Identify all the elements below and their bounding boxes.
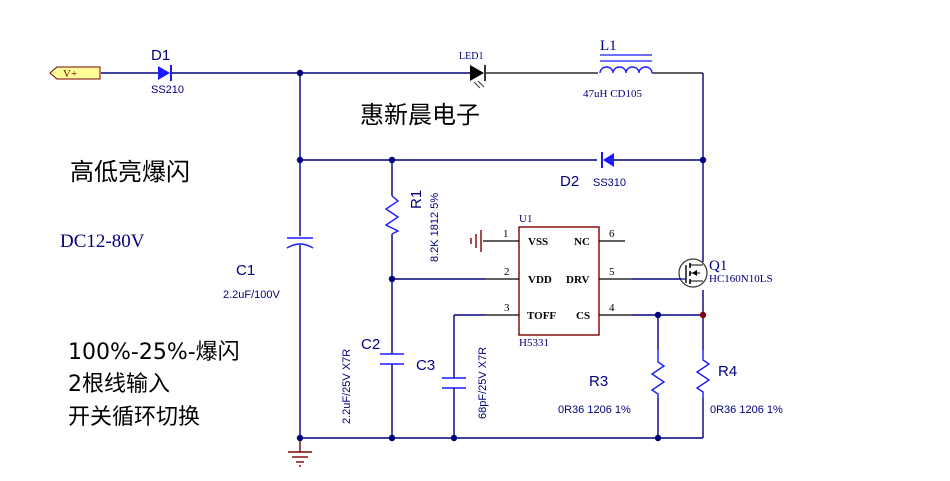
- company-title: 惠新晨电子: [360, 101, 480, 129]
- r3-value: 0R36 1206 1%: [558, 404, 631, 416]
- diode-d2[interactable]: D2 SS310: [560, 152, 626, 190]
- c2-value: 2.2uF/25V X7R: [341, 349, 353, 424]
- led-ray: [477, 80, 485, 88]
- r4-ref: R4: [718, 363, 737, 380]
- note-line-1: 100%-25%-爆闪: [68, 340, 240, 365]
- u1-pin-num: 3: [504, 302, 510, 314]
- port-vplus[interactable]: V+: [49, 66, 101, 80]
- c3-value: 68pF/25V X7R: [477, 347, 489, 419]
- resistor-r3[interactable]: R3 0R36 1206 1%: [558, 350, 666, 416]
- q1-circle: [678, 258, 708, 288]
- led-symbol: [470, 65, 484, 81]
- ground-icon: [470, 230, 482, 252]
- wires: [101, 72, 704, 452]
- mode-title: 高低亮爆闪: [70, 158, 190, 186]
- junction-dot: [388, 434, 396, 442]
- junction-dot: [296, 434, 304, 442]
- led-led1[interactable]: LED1: [459, 51, 486, 89]
- junction-dot: [654, 311, 662, 319]
- led-ray: [473, 81, 481, 89]
- ic-u1[interactable]: 1 2 3 4 5 6 VSS VDD TOFF CS DRV NC U1 H5…: [470, 213, 632, 349]
- c1-value: 2.2uF/100V: [223, 289, 281, 301]
- junction-dot: [296, 156, 304, 164]
- inductor-l1[interactable]: L1 47uH CD105: [583, 38, 653, 100]
- r3-zigzag: [650, 350, 666, 398]
- u1-pin-num: 1: [503, 228, 509, 240]
- c2-ref: C2: [361, 336, 380, 353]
- r1-ref: R1: [408, 190, 425, 209]
- d1-value: SS210: [151, 84, 184, 96]
- diode-d1[interactable]: D1 SS210: [151, 47, 184, 96]
- q1-value: HC160N10LS: [709, 273, 773, 285]
- r1-value: 8.2K 1812 5%: [429, 193, 441, 262]
- d2-value: SS310: [593, 177, 626, 189]
- mosfet-q1[interactable]: Q1 HC160N10LS: [678, 258, 773, 288]
- capacitor-c3[interactable]: C3 68pF/25V X7R: [416, 347, 489, 419]
- junctions: [296, 69, 707, 442]
- u1-ref: U1: [519, 213, 532, 225]
- junction-dot: [699, 156, 707, 164]
- u1-pin-num: 4: [609, 302, 615, 314]
- r3-ref: R3: [589, 373, 608, 390]
- port-shape: [49, 66, 101, 80]
- u1-pin-name: TOFF: [527, 310, 556, 322]
- u1-body: [518, 226, 600, 336]
- diode-d2-symbol: [603, 153, 614, 167]
- capacitor-c2[interactable]: C2 2.2uF/25V X7R: [341, 336, 404, 424]
- led1-ref: LED1: [459, 51, 483, 62]
- junction-dot: [654, 434, 662, 442]
- junction-dot: [450, 434, 458, 442]
- c1-curved-plate: [286, 243, 314, 249]
- c3-ref: C3: [416, 357, 435, 374]
- d2-ref: D2: [560, 173, 579, 190]
- c1-ref: C1: [236, 262, 255, 279]
- u1-pin-name: VSS: [528, 236, 548, 248]
- junction-dot: [296, 69, 304, 77]
- inductor-coil: [599, 66, 653, 74]
- junction-dot: [388, 156, 396, 164]
- port-label: V+: [63, 68, 77, 80]
- diode-d1-symbol: [158, 66, 170, 80]
- r1-zigzag: [384, 195, 400, 235]
- u1-pin-name: VDD: [528, 274, 552, 286]
- junction-dot: [699, 311, 707, 319]
- l1-value: 47uH CD105: [583, 88, 642, 100]
- q1-ref: Q1: [709, 258, 727, 274]
- r4-value: 0R36 1206 1%: [710, 404, 783, 416]
- capacitor-c1[interactable]: C1 2.2uF/100V: [223, 237, 314, 301]
- q1-arrow: [692, 270, 697, 276]
- d1-ref: D1: [151, 47, 170, 64]
- l1-ref: L1: [600, 38, 617, 54]
- u1-pin-num: 6: [609, 228, 615, 240]
- resistor-r1[interactable]: R1 8.2K 1812 5%: [384, 190, 441, 262]
- u1-pin-name: DRV: [566, 274, 590, 286]
- note-line-3: 开关循环切换: [68, 405, 200, 430]
- voltage-range: DC12-80V: [60, 231, 145, 252]
- u1-pin-num: 2: [504, 266, 510, 278]
- u1-pin-name: NC: [574, 236, 590, 248]
- ground-icon: [288, 451, 312, 467]
- resistor-r4[interactable]: R4 0R36 1206 1%: [695, 350, 783, 416]
- u1-part: H5331: [519, 337, 549, 349]
- r4-zigzag: [695, 350, 711, 398]
- u1-pin-num: 5: [609, 266, 615, 278]
- u1-pin-name: CS: [576, 310, 590, 322]
- junction-dot: [388, 275, 396, 283]
- note-line-2: 2根线输入: [68, 372, 170, 397]
